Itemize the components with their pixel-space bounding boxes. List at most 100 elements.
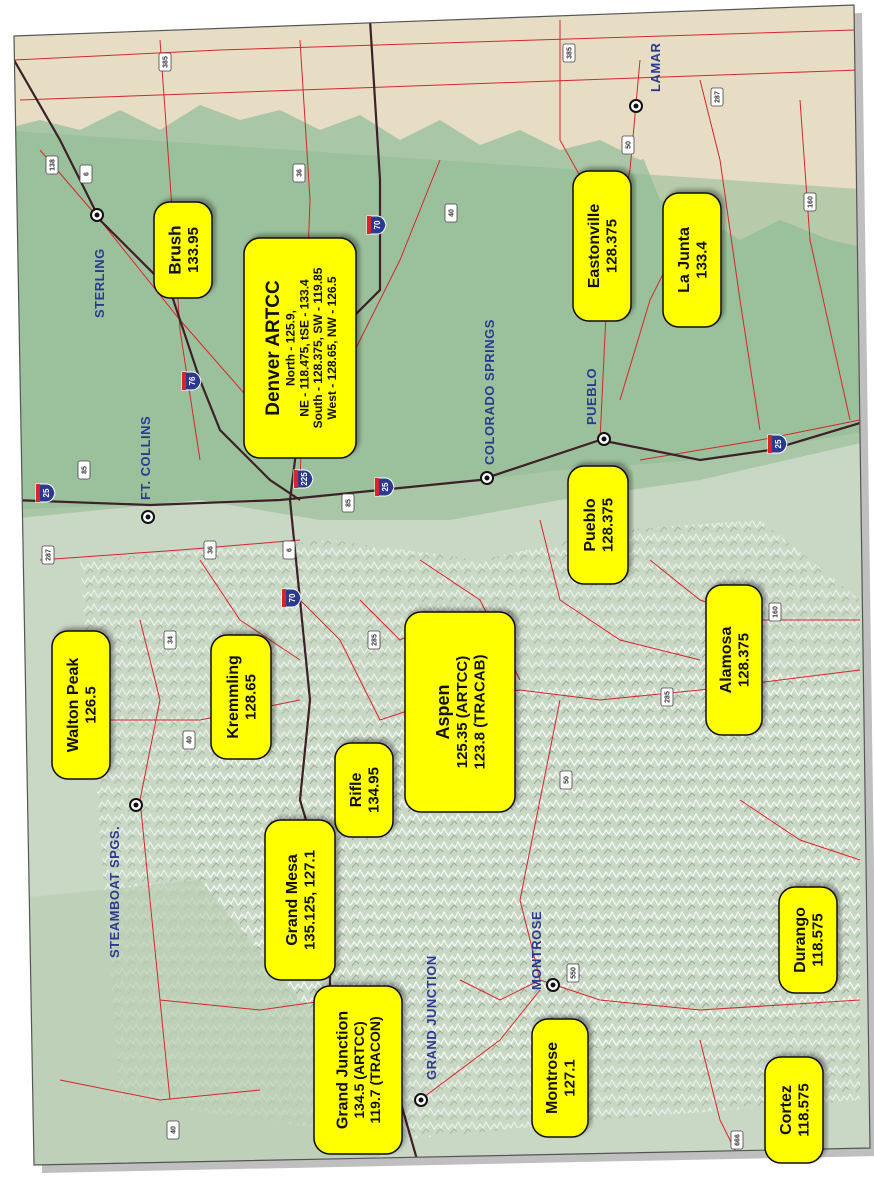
us-route-number: 40 (449, 209, 456, 217)
freq-box-bg (662, 192, 722, 328)
freq-line: NE - 118.475, tSE - 133.4 (297, 279, 311, 417)
us-route-shield-bg (768, 602, 782, 622)
us-route-shield: 6 (282, 540, 296, 560)
us-route-shield: 285 (660, 687, 674, 707)
freq-box-bg (705, 584, 763, 736)
freq-line: Eastonville (586, 204, 603, 289)
us-route-shield: 666 (730, 1130, 744, 1150)
city-dot-center (418, 1097, 424, 1103)
freq-line: Aspen (433, 684, 453, 739)
city-label-sterling: STERLING (92, 248, 107, 318)
us-route-shield: 50 (559, 770, 573, 790)
us-route-shield-bg (77, 460, 91, 480)
freq-line: Grand Junction (335, 1011, 352, 1129)
interstate-number: 25 (774, 439, 783, 448)
us-route-number: 550 (571, 967, 578, 979)
us-route-shield-bg (562, 43, 576, 63)
freq-line: Denver ARTCC (263, 280, 284, 416)
state-border (13, 4, 871, 1166)
interstate-shield: 25 (35, 483, 56, 503)
interstate-shield-bg (366, 215, 387, 235)
us-route-number: 40 (187, 736, 194, 744)
us-route-shield: 36 (203, 540, 217, 560)
interstate-shield: 70 (281, 588, 302, 608)
us-route-shield: 385 (158, 52, 172, 72)
us-route-number: 36 (208, 546, 215, 554)
us-route-shield: 6 (79, 164, 93, 184)
city-label-grand-junction: GRAND JUNCTION (424, 955, 439, 1080)
freq-line: Walton Peak (65, 658, 82, 753)
interstate-shield: 25 (767, 434, 788, 454)
interstate-shield-bg (181, 371, 202, 391)
freq-box-bg (51, 630, 111, 780)
freq-box-bg (404, 611, 516, 813)
us-route-shield-bg (341, 493, 355, 513)
us-route-shield-bg (292, 163, 306, 183)
city-pueblo: PUEBLO (584, 368, 611, 446)
us-route-shield: 34 (163, 630, 177, 650)
freq-line: 134.95 (366, 767, 383, 813)
city-label-steamboat: STEAMBOAT SPGS. (107, 826, 122, 958)
freq-line: Rifle (348, 773, 365, 808)
us-route-shield: 138 (45, 155, 59, 175)
us-route-shield: 160 (803, 192, 817, 212)
interstate-number: 25 (42, 488, 51, 497)
city-colorado-springs: COLORADO SPRINGS (480, 319, 497, 485)
us-route-shield: 50 (621, 135, 635, 155)
city-sterling: STERLING (90, 208, 107, 318)
us-route-shield-bg (282, 540, 296, 560)
us-route-shield-bg (730, 1130, 744, 1150)
us-route-number: 285 (665, 691, 672, 703)
us-route-shield-bg (158, 52, 172, 72)
us-route-shield-bg (367, 630, 381, 650)
freq-box-bg (264, 819, 336, 981)
us-route-shield-bg (203, 540, 217, 560)
us-route-number: 287 (46, 549, 53, 561)
city-label-colorado-springs: COLORADO SPRINGS (482, 319, 497, 465)
us-route-shield: 85 (341, 493, 355, 513)
city-ft-collins: FT. COLLINS (138, 416, 155, 524)
freq-line: West - 128.65, NW - 126.5 (325, 276, 339, 420)
freq-line: Kremmling (225, 655, 242, 739)
interstate-shield-top (367, 216, 371, 234)
us-route-number: 6 (287, 548, 294, 552)
city-label-lamar: LAMAR (648, 42, 663, 92)
interstate-shield-bg (293, 469, 314, 489)
us-route-shield: 40 (444, 203, 458, 223)
us-route-number: 385 (163, 56, 170, 68)
city-label-ft-collins: FT. COLLINS (138, 416, 153, 500)
us-route-shield-bg (444, 203, 458, 223)
interstate-number: 25 (381, 482, 390, 491)
us-route-shield: 40 (166, 1120, 180, 1140)
us-route-number: 385 (567, 47, 574, 59)
us-route-shield-bg (710, 87, 724, 107)
city-steamboat: STEAMBOAT SPGS. (107, 798, 143, 958)
freq-box-bg (778, 886, 838, 994)
us-route-number: 160 (808, 196, 815, 208)
freq-line: South - 128.375, SW - 119.85 (311, 267, 325, 428)
plains-green (14, 130, 870, 510)
freq-line: 134.5 (ARTCC) (351, 1021, 367, 1118)
us-route-number: 160 (773, 606, 780, 618)
freq-line: Grand Mesa (284, 854, 301, 946)
us-route-number: 287 (715, 91, 722, 103)
interstate-shield-bg (767, 434, 788, 454)
city-dot-center (145, 514, 151, 520)
us-route-shield: 285 (367, 630, 381, 650)
freq-line: 118.575 (796, 1083, 813, 1136)
freq-line: 135.125, 127.1 (302, 850, 319, 950)
freq-line: North - 125.9, (283, 310, 297, 386)
city-label-pueblo: PUEBLO (584, 368, 599, 425)
west-valley (14, 880, 380, 1165)
us-route-number: 6 (84, 172, 91, 176)
us-route-number: 50 (564, 776, 571, 784)
city-grand-junction: GRAND JUNCTION (414, 955, 439, 1107)
